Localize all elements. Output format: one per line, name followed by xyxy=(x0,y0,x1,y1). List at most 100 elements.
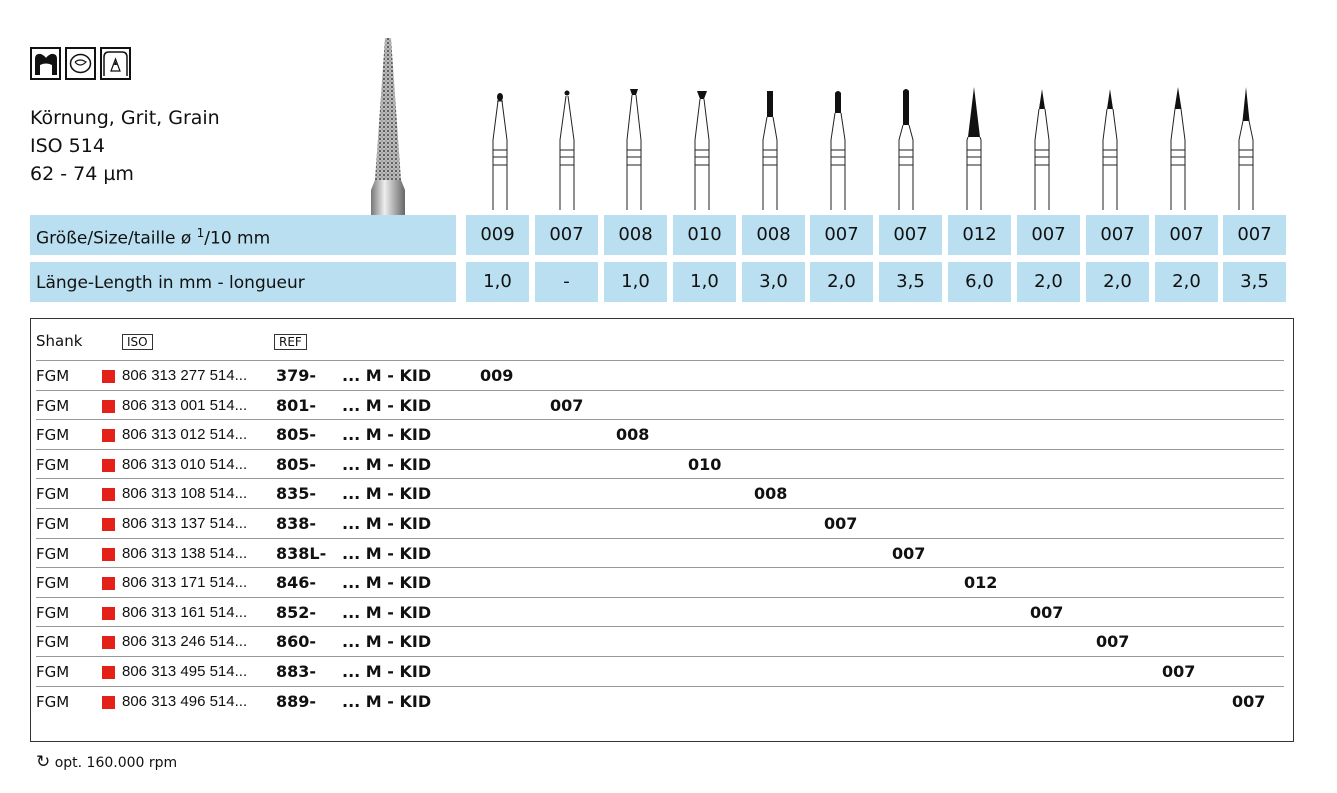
bur-drawing-852 xyxy=(1034,89,1050,210)
size-cell: 007 xyxy=(1017,215,1080,255)
size-value: 007 xyxy=(824,514,858,533)
diamond-bur-image xyxy=(371,38,405,215)
kid-suffix: ... M - KID xyxy=(342,632,432,652)
grit-label: Körnung, Grit, Grain xyxy=(30,107,220,129)
iso-header: ISO xyxy=(122,332,153,350)
bur-drawing-801 xyxy=(559,90,575,210)
length-cell: 2,0 xyxy=(1017,262,1080,302)
iso-number: 889- xyxy=(276,691,317,711)
red-marker-square xyxy=(102,370,115,383)
iso-number: 860- xyxy=(276,632,317,652)
tooth-crown-icon xyxy=(30,47,61,80)
bur-drawing-860 xyxy=(1102,89,1118,210)
product-table xyxy=(30,318,1294,742)
ref-number: 806 313 246 514... xyxy=(122,633,248,651)
length-cell: 2,0 xyxy=(1086,262,1149,302)
shank-cell: FGM xyxy=(36,603,70,622)
kid-suffix: ... M - KID xyxy=(342,366,432,385)
size-cell: 007 xyxy=(1223,215,1286,255)
cell-separator xyxy=(818,255,865,262)
shank-cell: FGM xyxy=(36,396,70,415)
ref-number: 806 313 277 514... xyxy=(122,367,248,384)
table-row: FGM 806 313 161 514... 852- ... M - KID 007 xyxy=(36,596,1284,627)
band-separator xyxy=(30,255,456,262)
red-marker-square xyxy=(102,488,115,502)
cell-separator xyxy=(681,255,728,262)
cell-separator xyxy=(612,255,659,262)
size-value: 007 xyxy=(1030,602,1064,622)
kid-suffix: ... M - KID xyxy=(342,484,432,504)
iso-number: 838- xyxy=(276,514,317,533)
size-label-band: Größe/Size/taille ø 1/10 mm xyxy=(30,215,456,255)
size-cell: 012 xyxy=(948,215,1011,255)
red-marker-square xyxy=(102,577,115,591)
red-marker-square xyxy=(102,429,115,443)
bur-drawing-379 xyxy=(492,93,508,210)
size-cell: 007 xyxy=(1155,215,1218,255)
red-marker-square xyxy=(102,547,115,561)
iso-number: 883- xyxy=(276,662,317,681)
kid-suffix: ... M - KID xyxy=(342,514,432,533)
ref-number: 806 313 161 514... xyxy=(122,603,248,621)
length-cell: 6,0 xyxy=(948,262,1011,302)
application-icons xyxy=(30,47,131,80)
grit-info: Körnung, Grit, Grain ISO 514 62 - 74 µm xyxy=(30,104,220,188)
kid-suffix: ... M - KID xyxy=(342,395,432,415)
red-marker-square xyxy=(102,518,115,531)
length-cell: 3,5 xyxy=(1223,262,1286,302)
iso-number: 805- xyxy=(276,454,317,474)
iso-number: 838L- xyxy=(276,543,327,563)
shank-header: Shank xyxy=(36,332,83,350)
size-value: 008 xyxy=(616,425,650,445)
kid-suffix: ... M - KID xyxy=(342,691,432,711)
red-marker-square xyxy=(102,458,115,472)
iso-number: 379- xyxy=(276,366,317,385)
cell-separator xyxy=(1231,255,1278,262)
size-value: 007 xyxy=(550,395,584,415)
iso-number: 805- xyxy=(276,425,317,445)
size-cell: 010 xyxy=(673,215,736,255)
length-cell: 3,5 xyxy=(879,262,942,302)
kid-suffix: ... M - KID xyxy=(342,543,432,563)
length-cell: 1,0 xyxy=(673,262,736,302)
kid-suffix: ... M - KID xyxy=(342,573,432,593)
ref-number: 806 313 137 514... xyxy=(122,515,248,532)
size-cell: 007 xyxy=(879,215,942,255)
shank-cell: FGM xyxy=(36,515,70,533)
kid-suffix: ... M - KID xyxy=(342,425,432,445)
ref-number: 806 313 495 514... xyxy=(122,663,248,680)
size-cell: 007 xyxy=(1086,215,1149,255)
bur-drawing-889 xyxy=(1238,87,1254,210)
size-cell: 008 xyxy=(742,215,805,255)
length-cell: 3,0 xyxy=(742,262,805,302)
bur-drawing-846 xyxy=(966,87,982,210)
size-value: 008 xyxy=(754,484,788,504)
ref-number: 806 313 138 514... xyxy=(122,544,248,562)
table-row: FGM 806 313 137 514... 838- ... M - KID 007 xyxy=(36,508,1284,538)
kid-suffix: ... M - KID xyxy=(342,662,432,681)
iso-number: 852- xyxy=(276,602,317,622)
shank-cell: FGM xyxy=(36,455,70,474)
cell-separator xyxy=(543,255,590,262)
length-cell: 1,0 xyxy=(604,262,667,302)
size-value: 007 xyxy=(1096,632,1130,652)
kid-suffix: ... M - KID xyxy=(342,602,432,622)
shank-cell: FGM xyxy=(36,544,70,563)
cell-separator xyxy=(1025,255,1072,262)
ref-number: 806 313 001 514... xyxy=(122,396,248,414)
ref-number: 806 313 108 514... xyxy=(122,485,248,503)
preparation-icon xyxy=(65,47,96,80)
length-label-band: Länge-Length in mm - longueur xyxy=(30,262,456,302)
red-marker-square xyxy=(102,636,115,650)
bur-drawing-835 xyxy=(762,91,778,210)
shank-cell: FGM xyxy=(36,426,70,445)
kid-suffix: ... M - KID xyxy=(342,454,432,474)
